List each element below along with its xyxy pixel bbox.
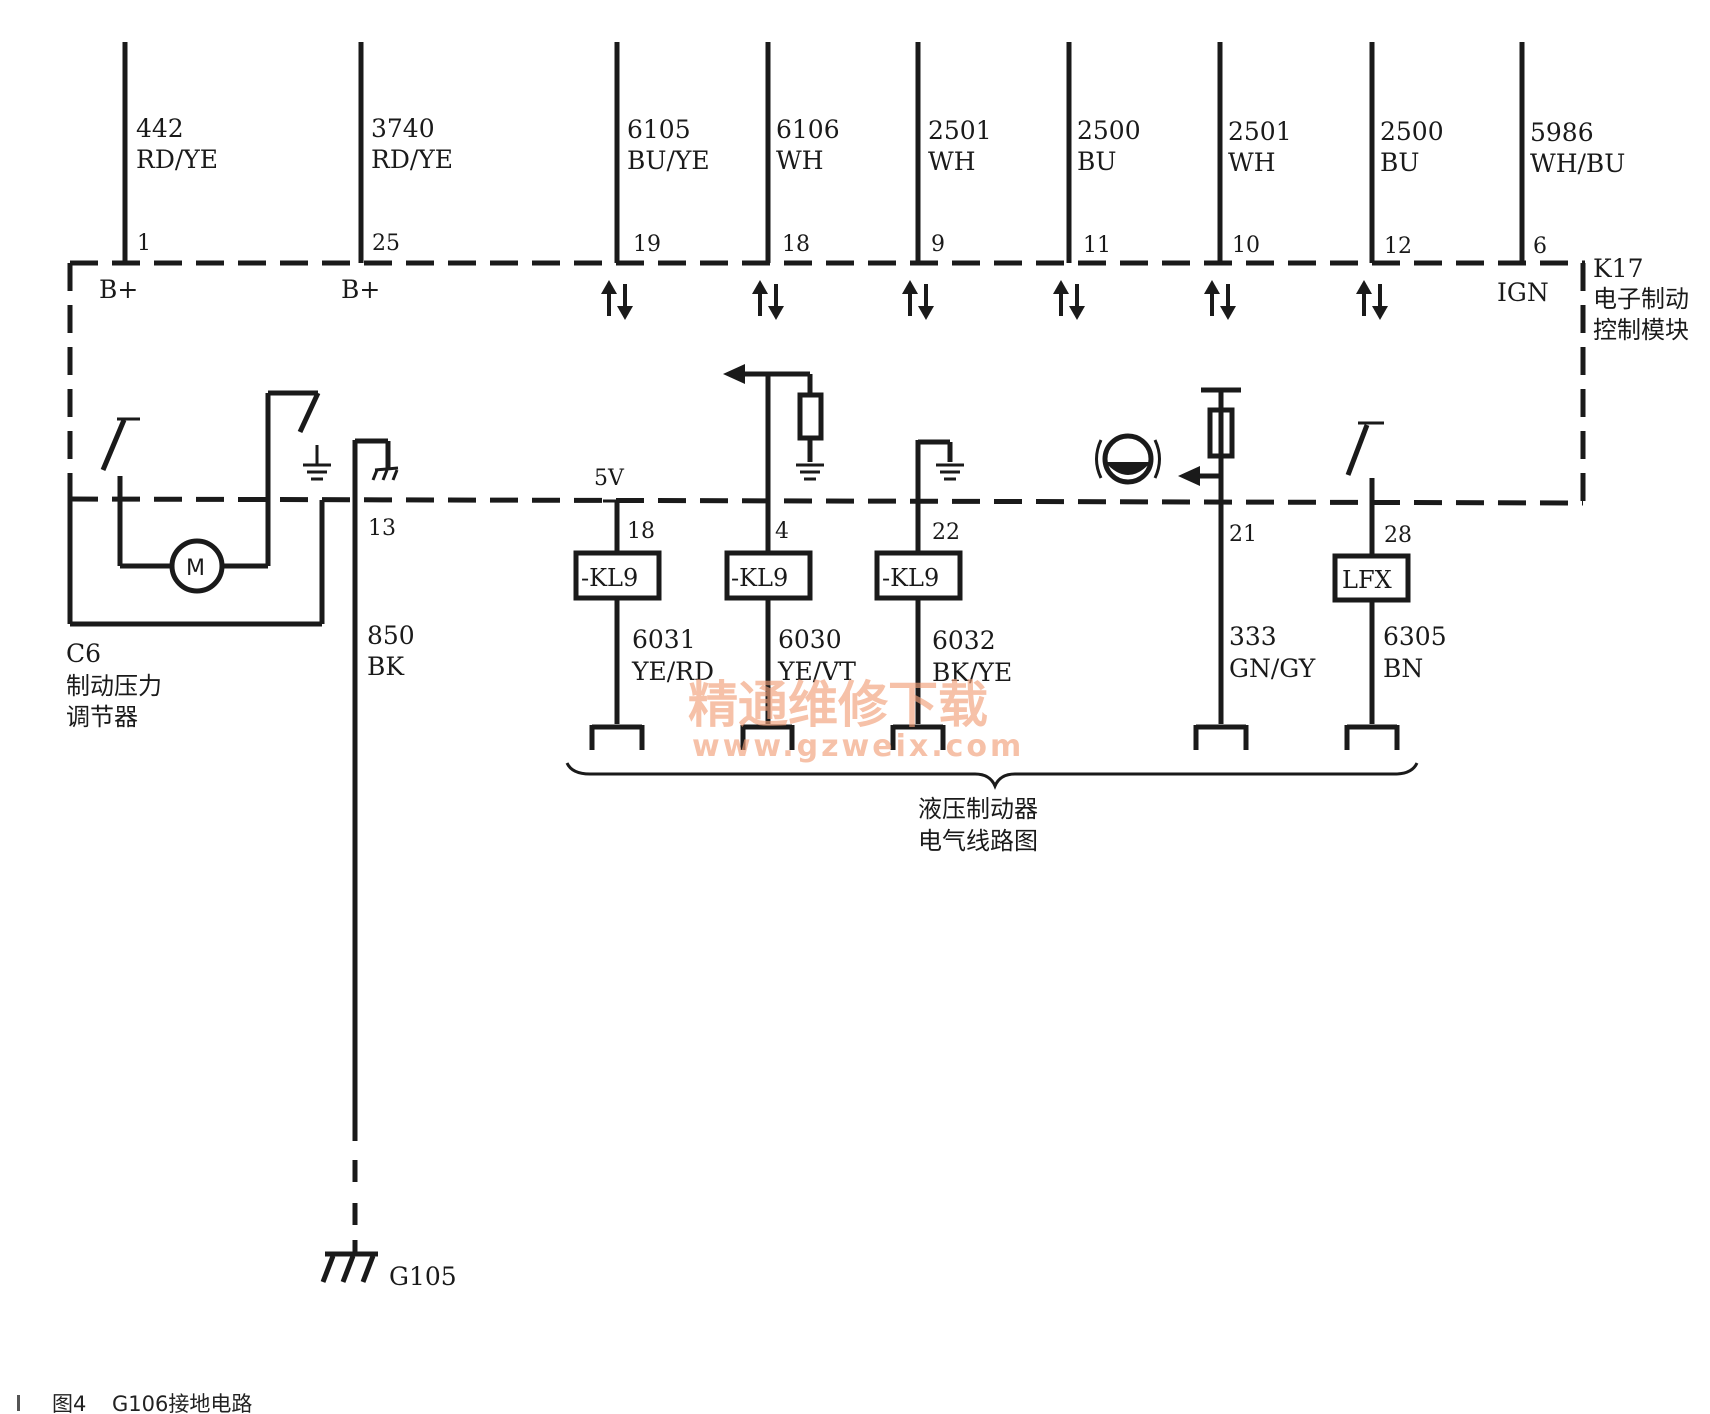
pin-number: 11 [1083,233,1111,258]
circuit-number: 442 [136,114,184,143]
pin-number: 25 [372,231,400,256]
wire-color: WH [1228,148,1276,177]
circuit-number: 2501 [1228,117,1292,146]
bottom-circuits [565,364,1419,790]
circuit-number: 333 [1229,622,1277,651]
wire-color: GN/GY [1229,654,1316,683]
k17-module-boundary [67,260,1586,506]
voltage-note: 5V [594,466,625,491]
terminal-label: IGN [1497,278,1549,307]
pin-number: 13 [368,516,396,541]
wire-color: BK [367,652,405,681]
circuit-number: 6032 [932,626,996,655]
circuit-number: 6030 [778,625,842,654]
module-id: K17 [1593,254,1644,283]
bidirectional-arrow-icon [750,278,786,322]
pin-number: 12 [1384,234,1412,259]
circuit-number: 3740 [371,114,435,143]
wire-color: RD/YE [136,145,218,174]
wire-color: BK/YE [932,658,1012,687]
pin-number: 10 [1232,233,1260,258]
bidirectional-arrows [599,278,1390,322]
connector-foot [589,724,645,750]
wire-color: BU [1077,147,1116,176]
connector-foot [890,724,946,750]
wire-color: BU/YE [627,146,710,175]
watermark-url: www.gzweix.com [692,729,1024,764]
hydraulic-brace [565,762,1419,790]
bidirectional-arrow-icon [1354,278,1390,322]
bidirectional-arrow-icon [1202,278,1238,322]
module-name-line1: 电子制动 [1593,285,1689,313]
box-label: LFX [1342,566,1392,594]
connector-foot [1193,724,1249,750]
box-label: -KL9 [581,564,638,592]
circuit-number: 6105 [627,115,691,144]
bidirectional-arrow-icon [599,278,635,322]
wire-color: RD/YE [371,145,453,174]
circuit-number: 2500 [1380,117,1444,146]
circuit-number: 6305 [1383,622,1447,651]
hydraulic-ref-line1: 液压制动器 [918,795,1038,823]
wire-color: BN [1383,654,1423,683]
circuit-number: 2501 [928,116,992,145]
brake-fluid-warning-icon [1095,433,1161,485]
caption-bar [17,1395,20,1411]
wire-color: YE/VT [777,657,856,686]
wire-color: BU [1380,148,1419,177]
circuit-number: 5986 [1530,118,1594,147]
regulator-name-line2: 调节器 [66,703,138,731]
pin-number: 9 [931,232,945,257]
pin-number: 6 [1533,234,1547,259]
ground-id: G105 [389,1262,457,1291]
connector-foot [740,724,795,750]
terminal-label: B+ [99,275,138,304]
pin-number: 18 [782,232,810,257]
regulator-name-line1: 制动压力 [66,672,162,700]
caption-figure: 图4 [52,1392,86,1414]
pin-number: 28 [1384,523,1412,548]
pin-number: 21 [1229,522,1257,547]
ground-wire [320,438,399,1283]
bidirectional-arrow-icon [900,278,936,322]
terminal-label: B+ [341,275,380,304]
regulator-id: C6 [66,639,101,668]
pin-number: 1 [137,231,151,256]
hydraulic-ref-line2: 电气线路图 [918,827,1038,855]
circuit-number: 6106 [776,115,840,144]
wire-color: WH [776,146,824,175]
circuit-number: 6031 [632,625,696,654]
box-label: -KL9 [882,564,939,592]
circuit-number: 850 [367,621,415,650]
box-label: -KL9 [731,564,788,592]
pin-number: 18 [627,519,655,544]
motor-symbol: M [186,556,205,581]
top-wire-group: 442 3740 6105 6106 2501 2500 2501 2500 5… [99,42,1625,307]
bidirectional-arrow-icon [1051,278,1087,322]
brake-pressure-regulator: M [67,390,331,627]
circuit-number: 2500 [1077,116,1141,145]
wire-color: WH [928,147,976,176]
watermark-text: 精通维修下载 [688,676,988,734]
pin-number: 19 [633,232,661,257]
connector-foot [1344,724,1400,750]
wire-color: YE/RD [631,657,714,686]
caption-text: G106接地电路 [112,1392,252,1414]
pin-number: 22 [932,520,960,545]
pin-number: 4 [775,519,789,544]
wire-color: WH/BU [1530,149,1625,178]
module-name-line2: 控制模块 [1593,316,1689,344]
